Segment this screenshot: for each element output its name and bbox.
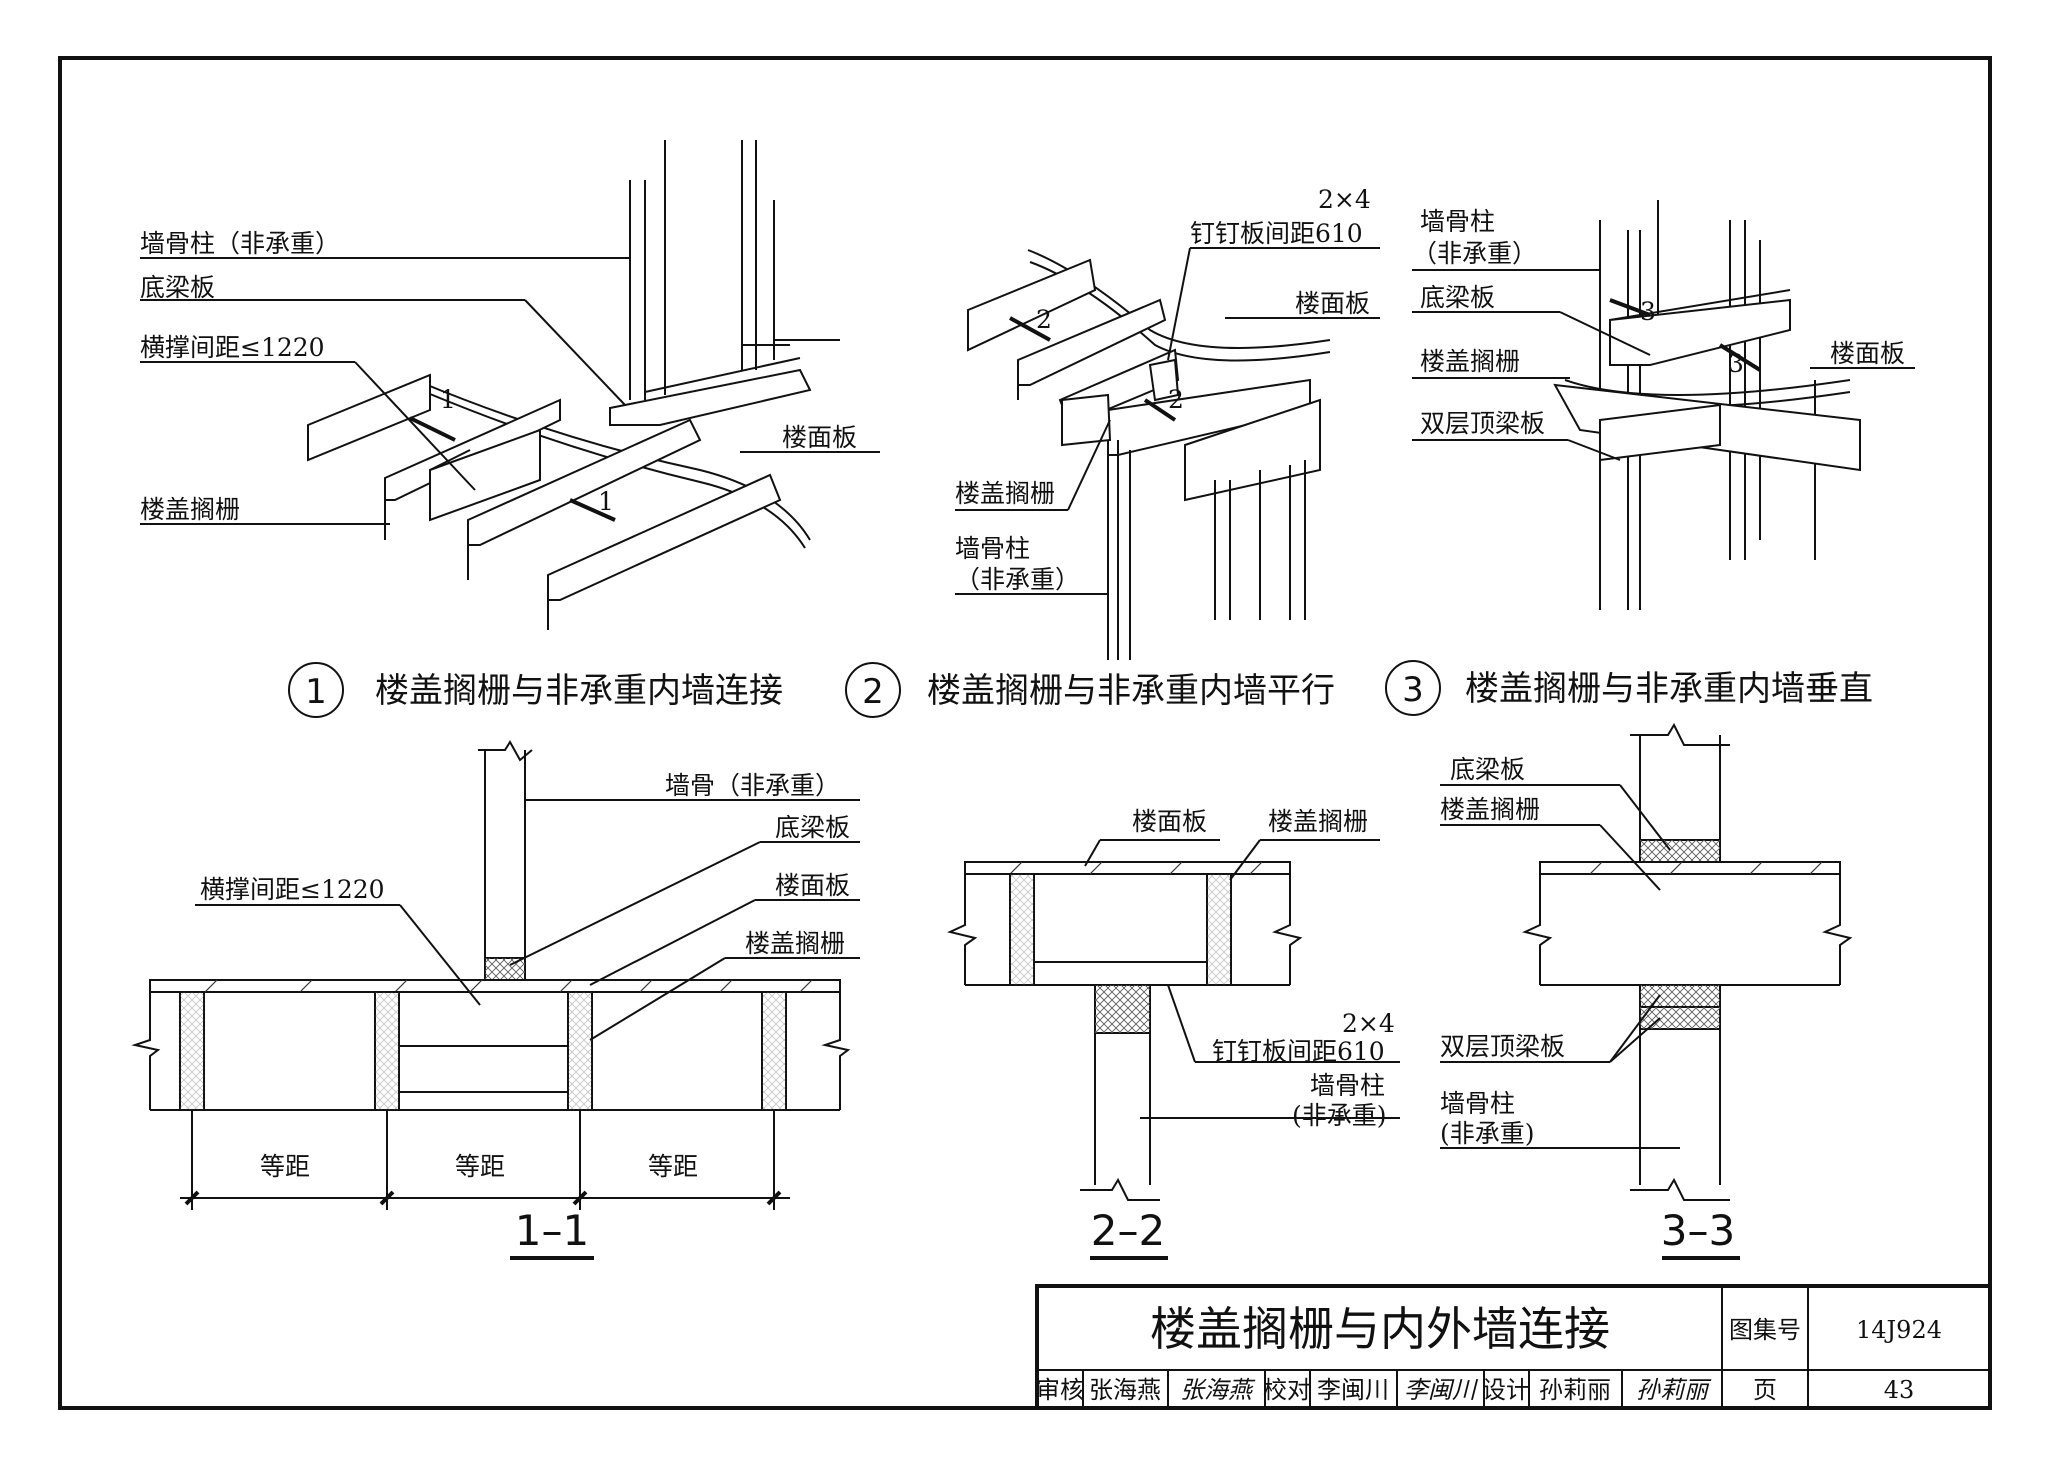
s1-joist-label: 楼盖搁栅 [745,929,845,958]
caption-3: 3 楼盖搁栅与非承重内墙垂直 [1385,660,1873,716]
d1-bottom-plate-label: 底梁板 [140,273,215,302]
atlas-number: 14J924 [1856,1316,1942,1344]
d3-top-plate-label: 双层顶梁板 [1420,409,1545,438]
reviewer-name: 张海燕 [1089,1376,1161,1404]
joists-1 [307,373,782,630]
section-2-2: 楼面板 楼盖搁栅 2×4 钉钉板间距610 墙骨柱 (非承重) 2–2 [946,807,1400,1260]
d2-nailer-label: 钉钉板间距610 [1190,219,1363,248]
s3-joist-label: 楼盖搁栅 [1440,795,1540,824]
d2-subfloor-label: 楼面板 [1295,289,1370,318]
s2-nailer-label: 钉钉板间距610 [1212,1037,1385,1066]
svg-text:楼盖搁栅与非承重内墙连接: 楼盖搁栅与非承重内墙连接 [375,671,783,711]
d2-joist-label: 楼盖搁栅 [955,479,1055,508]
s1-subfloor-label: 楼面板 [775,871,850,900]
d3-subfloor-label: 楼面板 [1830,339,1905,368]
s2-stud-label: 墙骨柱 [1310,1071,1385,1100]
page-number: 43 [1884,1376,1915,1404]
sheet-border [58,56,1992,1410]
title-block: 楼盖搁栅与内外墙连接 图集号 14J924 审核 张海燕 张海燕 校对 李闽川 … [1035,1284,1992,1410]
detail-1-drawing: 1 1 墙骨柱（非承重） 底梁板 横撑间距≤1220 楼面板 楼盖搁栅 [140,140,880,630]
section-3-3-title: 3–3 [1661,1206,1735,1255]
section-1-1-title: 1–1 [515,1206,589,1255]
caption-1: 1 楼盖搁栅与非承重内墙连接 [288,662,783,718]
marker-2a: 2 [1036,305,1052,334]
s1-bottom-plate-label: 底梁板 [775,813,850,842]
review-label: 审核 [1036,1376,1084,1404]
d3-joist-label: 楼盖搁栅 [1420,347,1520,376]
s2-joist-label: 楼盖搁栅 [1268,807,1368,836]
marker-3a: 3 [1640,297,1656,326]
s1-equal-2: 等距 [455,1152,505,1181]
d3-bottom-plate-label: 底梁板 [1420,283,1495,312]
atlas-label: 图集号 [1729,1316,1801,1344]
detail-3-drawing: 3 3 墙骨柱 （非承重） 底梁板 楼盖搁栅 双层顶梁板 楼面板 [1412,200,1915,610]
subfloor-curve-1 [374,380,811,541]
caption-2: 2 楼盖搁栅与非承重内墙平行 [845,662,1335,718]
d1-subfloor-label: 楼面板 [782,423,857,452]
check-label: 校对 [1263,1376,1311,1404]
svg-text:楼盖搁栅与非承重内墙平行: 楼盖搁栅与非承重内墙平行 [927,671,1335,711]
reviewer-signature: 张海燕 [1180,1376,1256,1404]
section-2-2-title: 2–2 [1091,1206,1165,1255]
section-1-1: 等距 等距 等距 墙骨（非承重） 底梁板 楼面板 楼盖搁栅 横撑间距≤1220 … [131,740,860,1260]
checker-signature: 李闽川 [1404,1376,1479,1404]
bottom-plate-1 [609,368,812,426]
d1-blocking-label: 横撑间距≤1220 [140,333,325,362]
designer-signature: 孙莉丽 [1636,1376,1712,1404]
marker-3b: 3 [1728,349,1744,378]
s3-stud-note: (非承重) [1440,1119,1535,1148]
s1-blocking-label: 横撑间距≤1220 [200,875,385,904]
checker-name: 李闽川 [1317,1376,1389,1404]
svg-text:楼盖搁栅与非承重内墙垂直: 楼盖搁栅与非承重内墙垂直 [1465,669,1873,709]
d2-stud-note: （非承重） [955,565,1080,594]
s1-equal-1: 等距 [260,1152,310,1181]
marker-1a: 1 [440,385,456,414]
detail-2-drawing: 2 2 2×4 钉钉板间距610 楼面板 楼盖搁栅 墙骨柱 （非承重） [955,185,1380,660]
svg-text:2: 2 [862,672,884,712]
designer-name: 孙莉丽 [1539,1376,1611,1404]
marker-1b: 1 [598,487,614,516]
d2-nailer-size: 2×4 [1318,185,1371,214]
s3-stud-label: 墙骨柱 [1440,1089,1515,1118]
d3-stud-label: 墙骨柱 [1420,207,1495,236]
sheet-title: 楼盖搁栅与内外墙连接 [1150,1302,1610,1356]
s2-nailer-size: 2×4 [1342,1009,1395,1038]
marker-2b: 2 [1168,385,1184,414]
d2-stud-label: 墙骨柱 [955,534,1030,563]
d1-joist-label: 楼盖搁栅 [140,495,240,524]
s1-equal-3: 等距 [648,1152,698,1181]
s1-stud-label: 墙骨（非承重） [665,771,840,800]
d3-stud-note: （非承重） [1412,239,1537,268]
s3-bottom-plate-label: 底梁板 [1450,755,1525,784]
section-3-3: 底梁板 楼盖搁栅 双层顶梁板 墙骨柱 (非承重) 3–3 [1440,722,1853,1260]
s2-subfloor-label: 楼面板 [1132,807,1207,836]
s3-top-plate-label: 双层顶梁板 [1440,1032,1565,1061]
svg-text:1: 1 [305,672,327,712]
design-label: 设计 [1482,1376,1530,1404]
page-label: 页 [1753,1376,1777,1404]
d1-stud-label: 墙骨柱（非承重） [140,229,340,258]
svg-text:3: 3 [1402,670,1424,710]
s2-stud-note: (非承重) [1292,1101,1387,1130]
